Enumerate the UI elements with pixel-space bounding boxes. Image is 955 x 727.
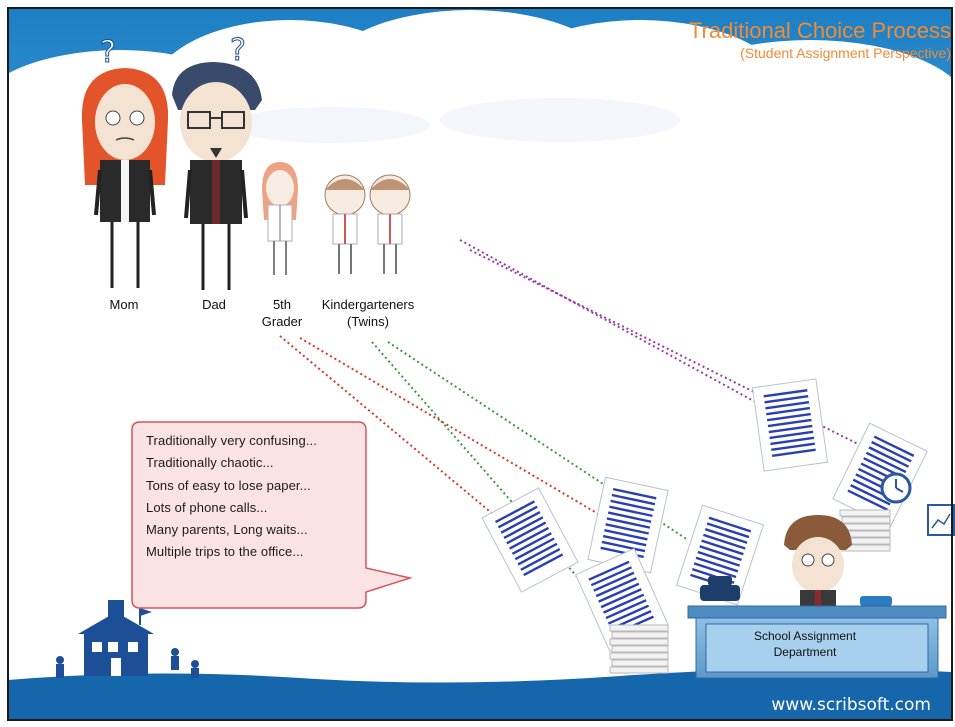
bubble-line: Traditionally chaotic... [146,455,274,471]
bubble-line: Multiple trips to the office... [146,544,304,560]
title-line2: (Student Assignment Perspective) [740,45,951,61]
speech-bubble [131,421,413,609]
footer-url: www.scribsoft.com [771,695,931,715]
fifth-grader-label-line2: Grader [261,314,303,329]
footer-bar [8,668,952,720]
kindergarteners-label-line1: Kindergarteners [321,297,415,312]
kindergartener-twin-icon [324,174,366,274]
fifth-grader-label: 5th Grader [252,296,312,330]
school-icon [56,600,199,678]
clerk-figure-icon [784,515,852,612]
paper-document-icon [751,377,829,473]
kindergarteners-label: Kindergarteners (Twins) [312,296,424,330]
paper-stack-icon [609,624,669,674]
stapler-icon [860,596,892,606]
slide-title: Traditional Choice Process (Student Assi… [689,18,951,62]
bubble-line: Many parents, Long waits... [146,522,308,538]
bubble-line: Traditionally very confusing... [146,433,317,448]
dad-label: Dad [194,296,234,313]
desk [687,605,947,679]
dad-figure-icon [172,62,262,290]
question-mark-icon: ? [100,35,116,70]
bubble-text-list: Traditionally very confusing... Traditio… [146,430,317,564]
paper-document-icon [480,486,580,594]
frame-border [7,7,953,721]
kindergartener-twin-icon [369,174,411,274]
desk-label-line1: School Assignment [753,629,857,643]
dad-label-line1: Dad [202,297,226,312]
clock-icon [880,472,912,504]
kindergarteners-label-line2: (Twins) [347,314,389,329]
mom-label: Mom [104,296,144,313]
question-mark-icon: ? [230,33,246,68]
bubble-line: Tons of easy to lose paper... [146,477,311,493]
chart-monitor-icon [927,504,955,536]
phone-icon [700,576,740,601]
fifth-grader-figure-icon [262,162,298,275]
bubble-line: Lots of phone calls... [146,499,268,515]
desk-label-line2: Department [773,645,837,659]
mom-label-line1: Mom [109,297,139,312]
title-line1: Traditional Choice Process [688,18,951,43]
mom-figure-icon [81,68,169,288]
fifth-grader-label-line1: 5th [272,297,292,312]
connector-lines [279,239,871,581]
desk-label: School Assignment Department [700,628,910,660]
cloud-shading [230,98,680,143]
